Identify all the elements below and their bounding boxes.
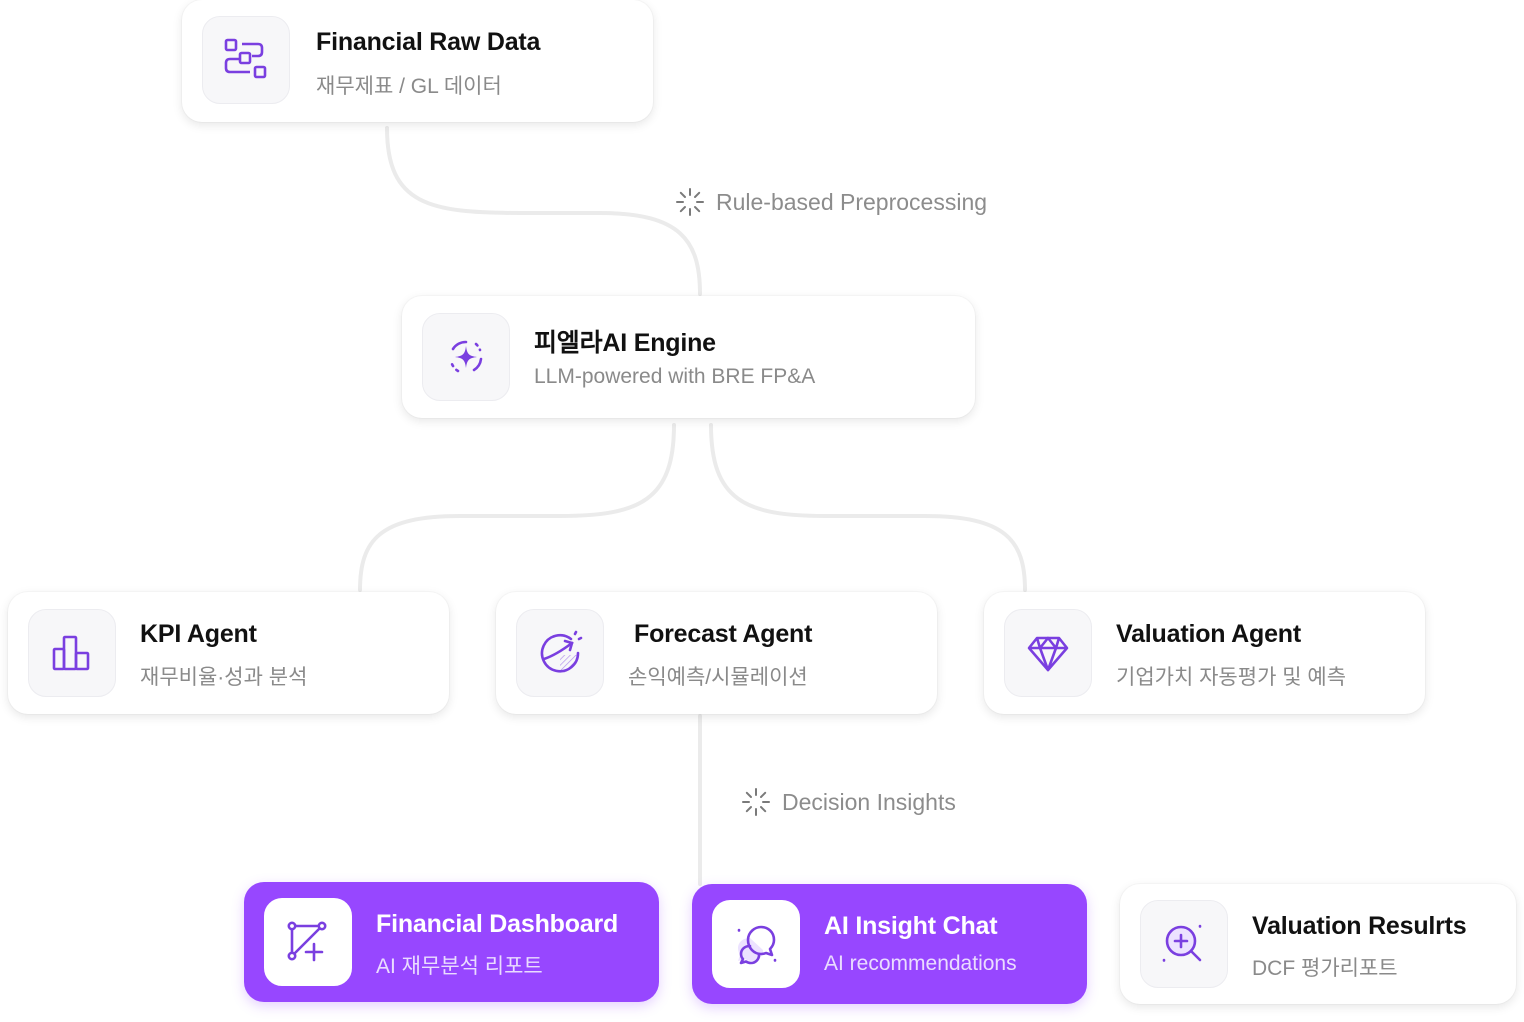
- node-title: 피엘라AI Engine: [534, 329, 716, 357]
- node-title: Valuation Agent: [1116, 620, 1301, 648]
- pie-chart-icon: [540, 630, 583, 673]
- node-subtitle: LLM-powered with BRE FP&A: [534, 365, 816, 388]
- edge-label-text: Rule-based Preprocessing: [716, 188, 988, 215]
- edge-label-insights: Decision Insights: [740, 786, 956, 818]
- node-subtitle: 재무비율·성과 분석: [140, 666, 308, 689]
- node-kpi-agent[interactable]: KPI Agent 재무비율·성과 분석: [8, 592, 449, 714]
- node-forecast-agent[interactable]: Forecast Agent 손익예측/시뮬레이션: [496, 592, 937, 714]
- chat-bubbles-icon: [737, 925, 777, 965]
- icon-container: [422, 313, 510, 401]
- vector-sparkle-icon: [287, 921, 327, 962]
- connector-engine-to-kpi: [358, 423, 676, 592]
- bar-chart-icon: [52, 635, 90, 671]
- node-valuation-results[interactable]: Valuation Resulrts DCF 평가리포트: [1120, 884, 1516, 1004]
- edge-label-text: Decision Insights: [782, 788, 956, 815]
- node-financial-dashboard[interactable]: Financial Dashboard AI 재무분석 리포트: [244, 882, 659, 1002]
- node-subtitle: AI 재무분석 리포트: [376, 955, 543, 978]
- node-title: Forecast Agent: [634, 620, 813, 648]
- zoom-in-icon: [1162, 924, 1202, 962]
- node-title: Financial Raw Data: [316, 28, 541, 56]
- node-subtitle: 기업가치 자동평가 및 예측: [1116, 666, 1347, 689]
- icon-container: [264, 898, 352, 986]
- node-ai-engine[interactable]: 피엘라AI Engine LLM-powered with BRE FP&A: [402, 296, 975, 418]
- node-subtitle: AI recommendations: [824, 952, 1017, 975]
- flow-blocks-icon: [224, 38, 267, 79]
- node-title: Valuation Resulrts: [1252, 912, 1467, 940]
- node-ai-insight-chat[interactable]: AI Insight Chat AI recommendations: [692, 884, 1087, 1004]
- node-financial-raw-data[interactable]: Financial Raw Data 재무제표 / GL 데이터: [182, 0, 653, 122]
- connector-raw-to-engine: [385, 126, 702, 296]
- node-title: KPI Agent: [140, 620, 257, 648]
- node-valuation-agent[interactable]: Valuation Agent 기업가치 자동평가 및 예측: [984, 592, 1425, 714]
- edge-label-preprocessing: Rule-based Preprocessing: [674, 186, 987, 218]
- sparkle-icon: [450, 340, 483, 373]
- node-subtitle: DCF 평가리포트: [1252, 957, 1398, 980]
- icon-container: [1004, 609, 1092, 697]
- diamond-icon: [1027, 636, 1069, 672]
- loader-icon: [676, 188, 704, 216]
- node-title: AI Insight Chat: [824, 912, 998, 940]
- loader-icon: [742, 788, 770, 816]
- icon-container: [712, 900, 800, 988]
- icon-container: [28, 609, 116, 697]
- connector-engine-to-valuation: [709, 423, 1027, 592]
- node-subtitle: 손익예측/시뮬레이션: [628, 666, 808, 689]
- icon-container: [516, 609, 604, 697]
- node-title: Financial Dashboard: [376, 910, 619, 938]
- icon-container: [202, 16, 290, 104]
- node-subtitle: 재무제표 / GL 데이터: [316, 75, 502, 98]
- icon-container: [1140, 900, 1228, 988]
